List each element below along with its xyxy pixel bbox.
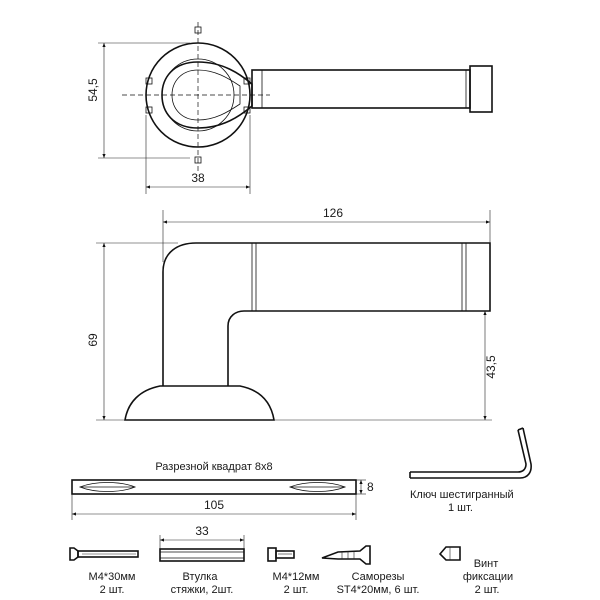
part-screw-m4x12: M4*12мм 2 шт. bbox=[267, 547, 320, 596]
split-square-spindle: Разрезной квадрат 8x8 8 105 bbox=[71, 461, 374, 520]
dim-bushing-length: 33 bbox=[195, 524, 209, 538]
part-qty: фиксации bbox=[463, 571, 513, 583]
screw-hole-marks bbox=[145, 26, 251, 164]
dim-square-size: 8 bbox=[367, 480, 374, 494]
hex-key: Ключ шестигранный 1 шт. bbox=[409, 427, 532, 514]
part-qty: стяжки, 2шт. bbox=[171, 584, 234, 596]
dim-square-length: 105 bbox=[204, 498, 224, 512]
dim-spindle-height: 43,5 bbox=[484, 355, 498, 379]
part-qty: ST4*20мм, 6 шт. bbox=[337, 584, 420, 596]
bushing-dimension: 33 bbox=[159, 524, 245, 560]
hex-key-qty: 1 шт. bbox=[448, 502, 473, 514]
lever-side-view: 126 69 43,5 bbox=[86, 206, 498, 421]
part-label: M4*12мм bbox=[273, 571, 320, 583]
part-fixing-screw: Винт фиксации 2 шт. bbox=[438, 546, 513, 596]
dim-lever-height: 69 bbox=[86, 333, 100, 347]
part-qty-count: 2 шт. bbox=[475, 584, 500, 596]
part-label: Саморезы bbox=[352, 571, 405, 583]
part-screw-m4x30: M4*30мм 2 шт. bbox=[69, 547, 139, 596]
spindle-label: Разрезной квадрат 8x8 bbox=[155, 461, 272, 473]
hex-key-label: Ключ шестигранный bbox=[410, 489, 514, 501]
dim-rosette-width: 38 bbox=[191, 171, 205, 185]
part-label: Втулка bbox=[183, 571, 219, 583]
dim-lever-length: 126 bbox=[323, 206, 343, 220]
part-bushing: Втулка стяжки, 2шт. bbox=[159, 548, 245, 596]
part-self-tapping-screws: Саморезы ST4*20мм, 6 шт. bbox=[321, 545, 420, 596]
dim-rosette-height: 54,5 bbox=[86, 78, 100, 102]
part-label: Винт bbox=[474, 558, 499, 570]
rosette-front-view: 54,5 38 bbox=[86, 22, 493, 194]
part-qty: 2 шт. bbox=[100, 584, 125, 596]
part-label: M4*30мм bbox=[89, 571, 136, 583]
part-qty: 2 шт. bbox=[284, 584, 309, 596]
